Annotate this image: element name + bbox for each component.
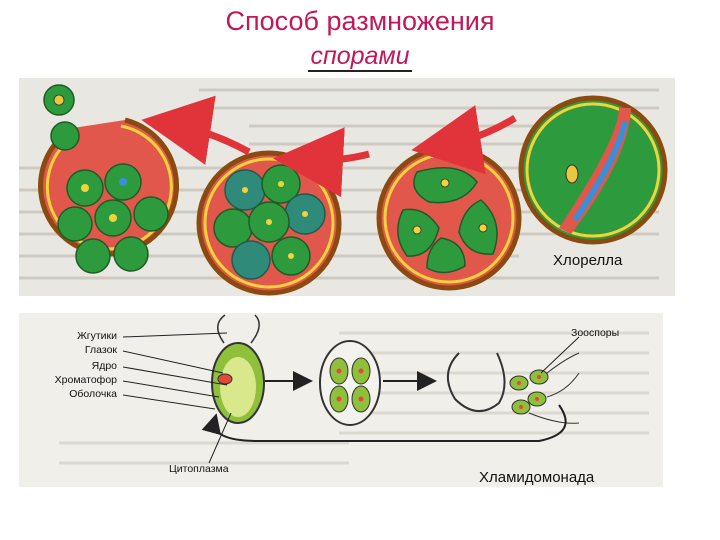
arrow-3: [169, 124, 249, 152]
chlorella-four-spores: [379, 148, 519, 288]
label-nucleus: Ядро: [27, 360, 117, 372]
chlorella-mature-cell: [521, 98, 665, 242]
label-flagella: Жгутики: [27, 330, 117, 342]
chlamydomonas-label: Хламидомонада: [479, 469, 594, 486]
chlamydomonas-sporangium: [320, 341, 380, 425]
label-cytoplasm: Цитоплазма: [169, 463, 269, 475]
chlamydomonas-cell: [212, 315, 264, 423]
empty-shell: [448, 353, 505, 411]
slide-title: Способ размножения: [0, 6, 720, 37]
chlorella-label: Хлорелла: [553, 252, 622, 269]
slide-subtitle: спорами: [0, 42, 720, 71]
chlorella-release: [41, 85, 177, 273]
label-zoospores: Зооспоры: [571, 327, 651, 339]
label-shell: Оболочка: [27, 388, 117, 400]
label-chromatophore: Хроматофор: [27, 374, 117, 386]
label-eyespot: Глазок: [27, 344, 117, 356]
arrow-2: [301, 154, 369, 160]
chlorella-panel: Хлорелла: [19, 78, 675, 296]
chlamydomonas-panel: Жгутики Глазок Ядро Хроматофор Оболочка …: [19, 313, 663, 487]
arrow-1: [439, 118, 515, 146]
subtitle-text: спорами: [308, 42, 411, 72]
chlorella-many-spores: [199, 153, 339, 293]
